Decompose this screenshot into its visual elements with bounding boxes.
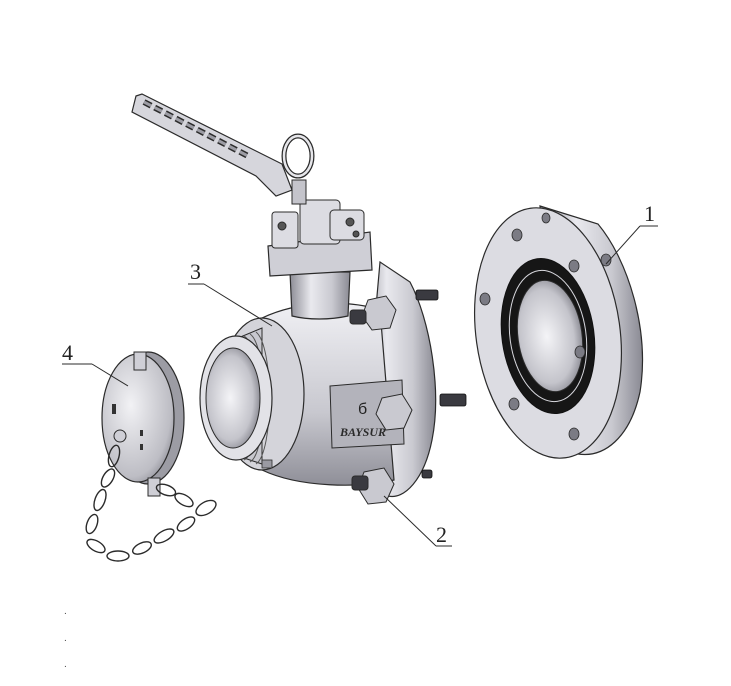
dust-cap-part-4 [85, 351, 217, 562]
footer-mark-3: . [64, 659, 67, 670]
footer-mark-2: . [64, 633, 67, 644]
flange-part-1 [473, 205, 643, 459]
callout-1: 1 [605, 201, 658, 265]
body-studs [415, 289, 467, 479]
nameplate-text: BAYSUR [339, 425, 386, 439]
callout-1-label: 1 [644, 201, 655, 226]
callout-3: 3 [188, 259, 273, 327]
cap-lug-top [133, 351, 147, 371]
callout-2-label: 2 [436, 522, 447, 547]
flange-bore [516, 279, 584, 393]
handle-lever [131, 93, 293, 197]
gasket-inner-line [508, 269, 588, 403]
lock-mechanism [271, 179, 365, 249]
nameplate-logo: б [358, 401, 367, 418]
spigot-bore [205, 347, 261, 449]
callout-4: 4 [62, 340, 129, 387]
cap-face [101, 353, 175, 483]
bonnet-neck [289, 271, 351, 320]
flange-nuts [349, 295, 413, 505]
valve-body-part-3: б BAYSUR [131, 93, 467, 505]
callout-4-label: 4 [62, 340, 73, 365]
callout-2: 2 [383, 495, 452, 547]
threaded-spigot [199, 327, 273, 465]
callout-3-label: 3 [190, 259, 201, 284]
flange-bolt-holes [479, 212, 612, 441]
cap-markings [112, 404, 143, 450]
drain-plug [261, 459, 273, 469]
cap-chain-eye [113, 429, 127, 443]
footer-mark-1: . [64, 606, 67, 617]
cap-lug-bottom [147, 477, 161, 497]
cap-chain [85, 444, 217, 562]
